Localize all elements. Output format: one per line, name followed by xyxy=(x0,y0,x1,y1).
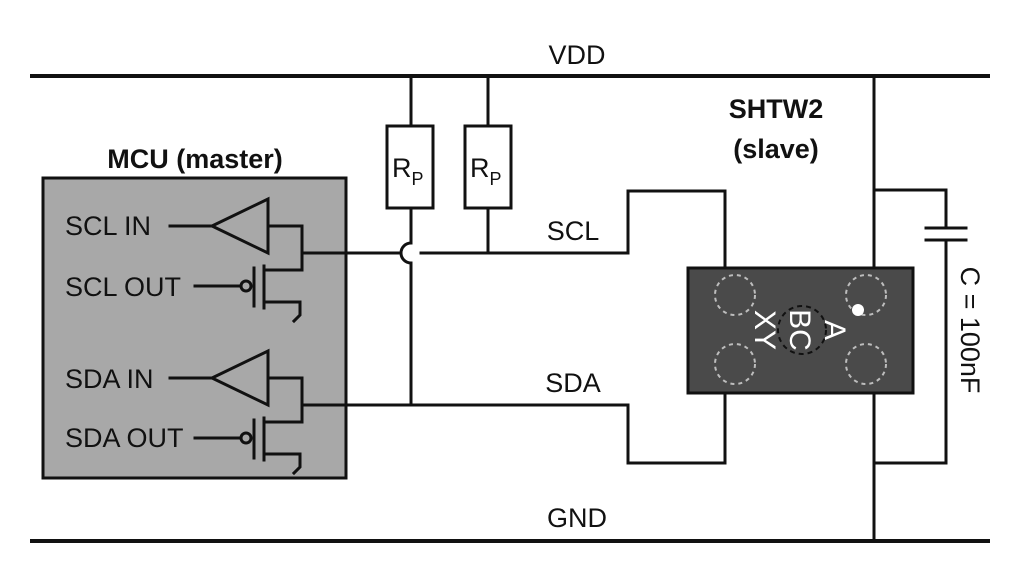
scl-label: SCL xyxy=(547,216,600,246)
pin-label-scl-in: SCL IN xyxy=(65,211,151,241)
pad-icon xyxy=(845,343,887,385)
pin-label-sda-out: SDA OUT xyxy=(65,423,184,453)
pin-label-sda-in: SDA IN xyxy=(65,364,154,394)
sensor-subtitle: (slave) xyxy=(733,134,819,164)
sensor-title: SHTW2 xyxy=(729,94,824,124)
gnd-label: GND xyxy=(547,503,607,533)
sda-wire xyxy=(344,391,727,465)
center-pad-icon xyxy=(777,305,827,355)
scl-driver xyxy=(168,196,348,324)
vdd-label: VDD xyxy=(548,40,605,70)
sensor-chip: A BC XY xyxy=(686,266,915,395)
resistor-icon xyxy=(463,124,513,210)
pullup-resistor-sda: RP xyxy=(385,74,435,407)
sda-driver xyxy=(168,348,348,476)
pad-label-bc: BC xyxy=(783,309,816,351)
mcu-block xyxy=(41,176,348,480)
mcu-title: MCU (master) xyxy=(107,144,283,174)
pad-icon xyxy=(845,274,887,316)
decoupling-capacitor: C = 100nF xyxy=(872,188,985,465)
pad-icon xyxy=(714,343,756,385)
resistor-icon xyxy=(385,124,435,210)
pullup-resistor-scl: RP xyxy=(463,74,513,255)
pin-label-scl-out: SCL OUT xyxy=(65,272,181,302)
capacitor-label: C = 100nF xyxy=(955,267,985,394)
resistor-1-label: RP xyxy=(392,153,424,189)
sda-label: SDA xyxy=(545,368,601,398)
pad-label-a: A xyxy=(818,320,851,340)
resistor-2-label: RP xyxy=(470,153,502,189)
scl-wire-b xyxy=(419,189,727,270)
pad-label-xy: XY xyxy=(748,310,781,350)
pad-icon xyxy=(714,274,756,316)
pin1-marker-icon xyxy=(852,304,864,316)
